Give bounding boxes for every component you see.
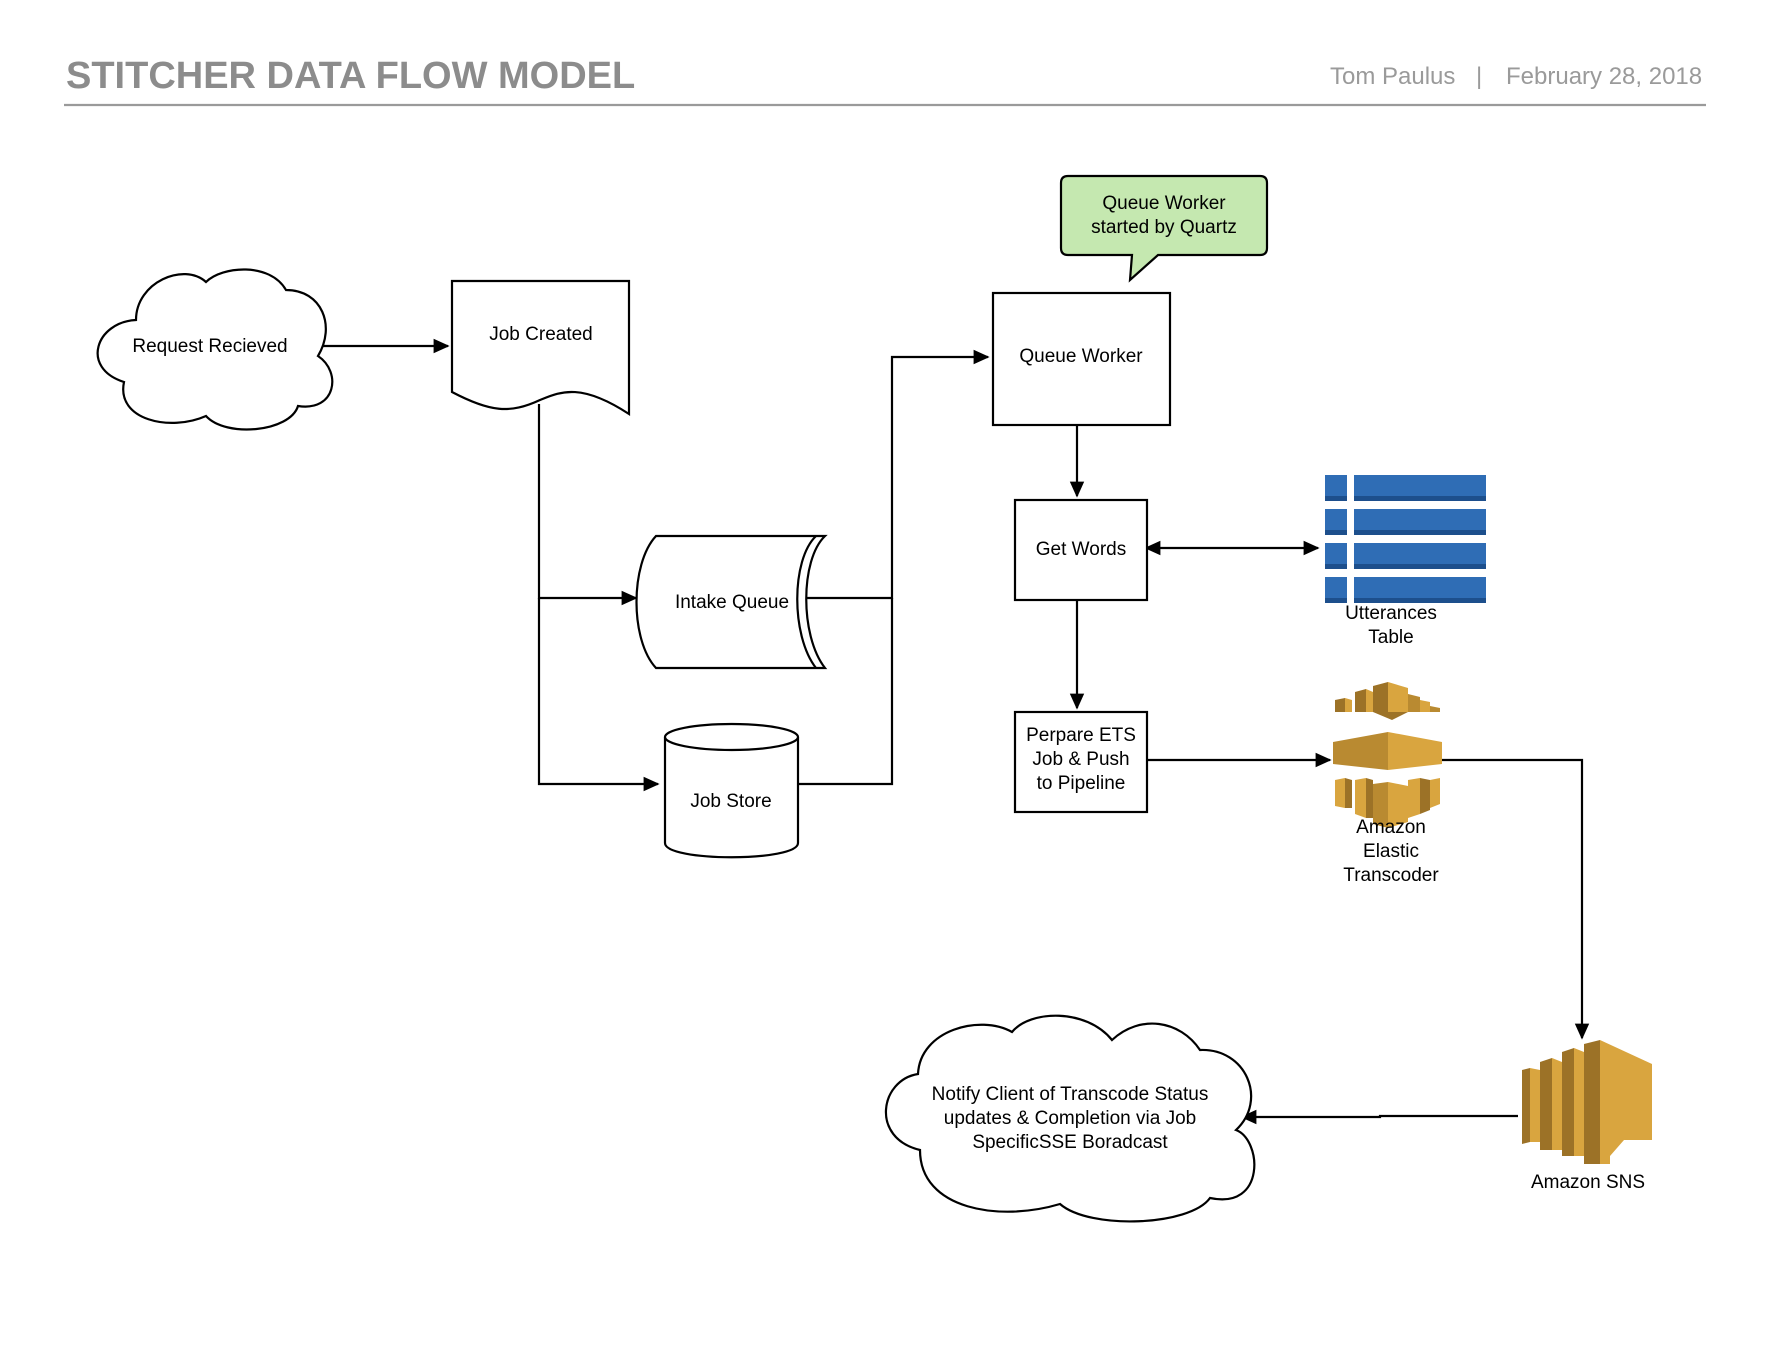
edge-sns-to-notify: [1240, 1109, 1518, 1125]
callout-label-line-2: started by Quartz: [1091, 217, 1237, 238]
cloud-shape: [96, 268, 334, 431]
page-title: STITCHER DATA FLOW MODEL: [66, 55, 635, 97]
aws-elastic-transcoder-icon: [1333, 682, 1442, 828]
node-label-line-1: Notify Client of Transcode Status: [932, 1084, 1209, 1105]
edge-transcoder-to-sns: [1440, 758, 1590, 1040]
node-label: Queue Worker: [1019, 346, 1143, 367]
node-label-line-3: Transcoder: [1343, 865, 1439, 886]
edges: [322, 338, 1590, 1125]
edge-job-created-to-job-store: [537, 598, 660, 792]
node-utterances-table: Utterances Table: [1325, 475, 1486, 648]
queue-shape: [635, 534, 828, 670]
header-separator: |: [1476, 63, 1482, 90]
node-intake-queue: Intake Queue: [635, 534, 828, 670]
node-label-line-2: Table: [1368, 627, 1413, 648]
node-label-line-1: Perpare ETS: [1026, 725, 1136, 746]
edge-job-store-to-queue-worker: [794, 598, 894, 786]
database-table-icon: [1325, 475, 1486, 603]
node-label-line-1: Utterances: [1345, 603, 1437, 624]
header-date: February 28, 2018: [1506, 63, 1702, 90]
node-label: Get Words: [1036, 539, 1126, 560]
node-label-line-2: Elastic: [1363, 841, 1419, 862]
cloud-shape: [884, 1014, 1256, 1223]
node-label-line-2: updates & Completion via Job: [944, 1108, 1196, 1129]
node-request-recieved: Request Recieved: [96, 268, 334, 431]
document-shape: [450, 279, 631, 417]
queue-inner-curve: [796, 535, 817, 669]
node-label: Request Recieved: [132, 336, 287, 357]
node-label: Amazon SNS: [1531, 1172, 1645, 1193]
process-box: [1013, 498, 1149, 602]
node-queue-worker: Queue Worker: [991, 291, 1172, 427]
process-box: [1013, 710, 1149, 814]
process-box: [991, 291, 1172, 427]
cylinder-top: [663, 722, 800, 752]
node-label-line-3: SpecificSSE Boradcast: [972, 1132, 1168, 1153]
node-label: Job Created: [489, 324, 593, 345]
node-job-store: Job Store: [663, 722, 800, 859]
callout-label-line-1: Queue Worker: [1102, 193, 1226, 214]
cylinder-body: [663, 737, 800, 859]
node-label: Intake Queue: [675, 592, 789, 613]
edge-job-created-to-intake-queue: [537, 404, 638, 606]
header: STITCHER DATA FLOW MODEL Tom Paulus | Fe…: [64, 55, 1706, 107]
node-amazon-sns: Amazon SNS: [1522, 1040, 1652, 1193]
aws-sns-icon: [1522, 1040, 1652, 1164]
node-label-line-3: to Pipeline: [1037, 773, 1126, 794]
node-prepare-ets: Perpare ETS Job & Push to Pipeline: [1013, 710, 1149, 814]
node-label-line-2: Job & Push: [1032, 749, 1129, 770]
node-get-words: Get Words: [1013, 498, 1149, 602]
author-name: Tom Paulus: [1330, 63, 1455, 90]
node-elastic-transcoder: Amazon Elastic Transcoder: [1333, 682, 1442, 886]
node-label: Job Store: [690, 791, 771, 812]
node-label-line-1: Amazon: [1356, 817, 1426, 838]
callout-bubble: [1059, 174, 1269, 283]
node-quartz-callout: Queue Worker started by Quartz: [1059, 174, 1269, 283]
edge-intake-queue-to-queue-worker: [800, 349, 990, 600]
node-notify-client: Notify Client of Transcode Status update…: [884, 1014, 1256, 1223]
node-job-created: Job Created: [450, 279, 631, 417]
